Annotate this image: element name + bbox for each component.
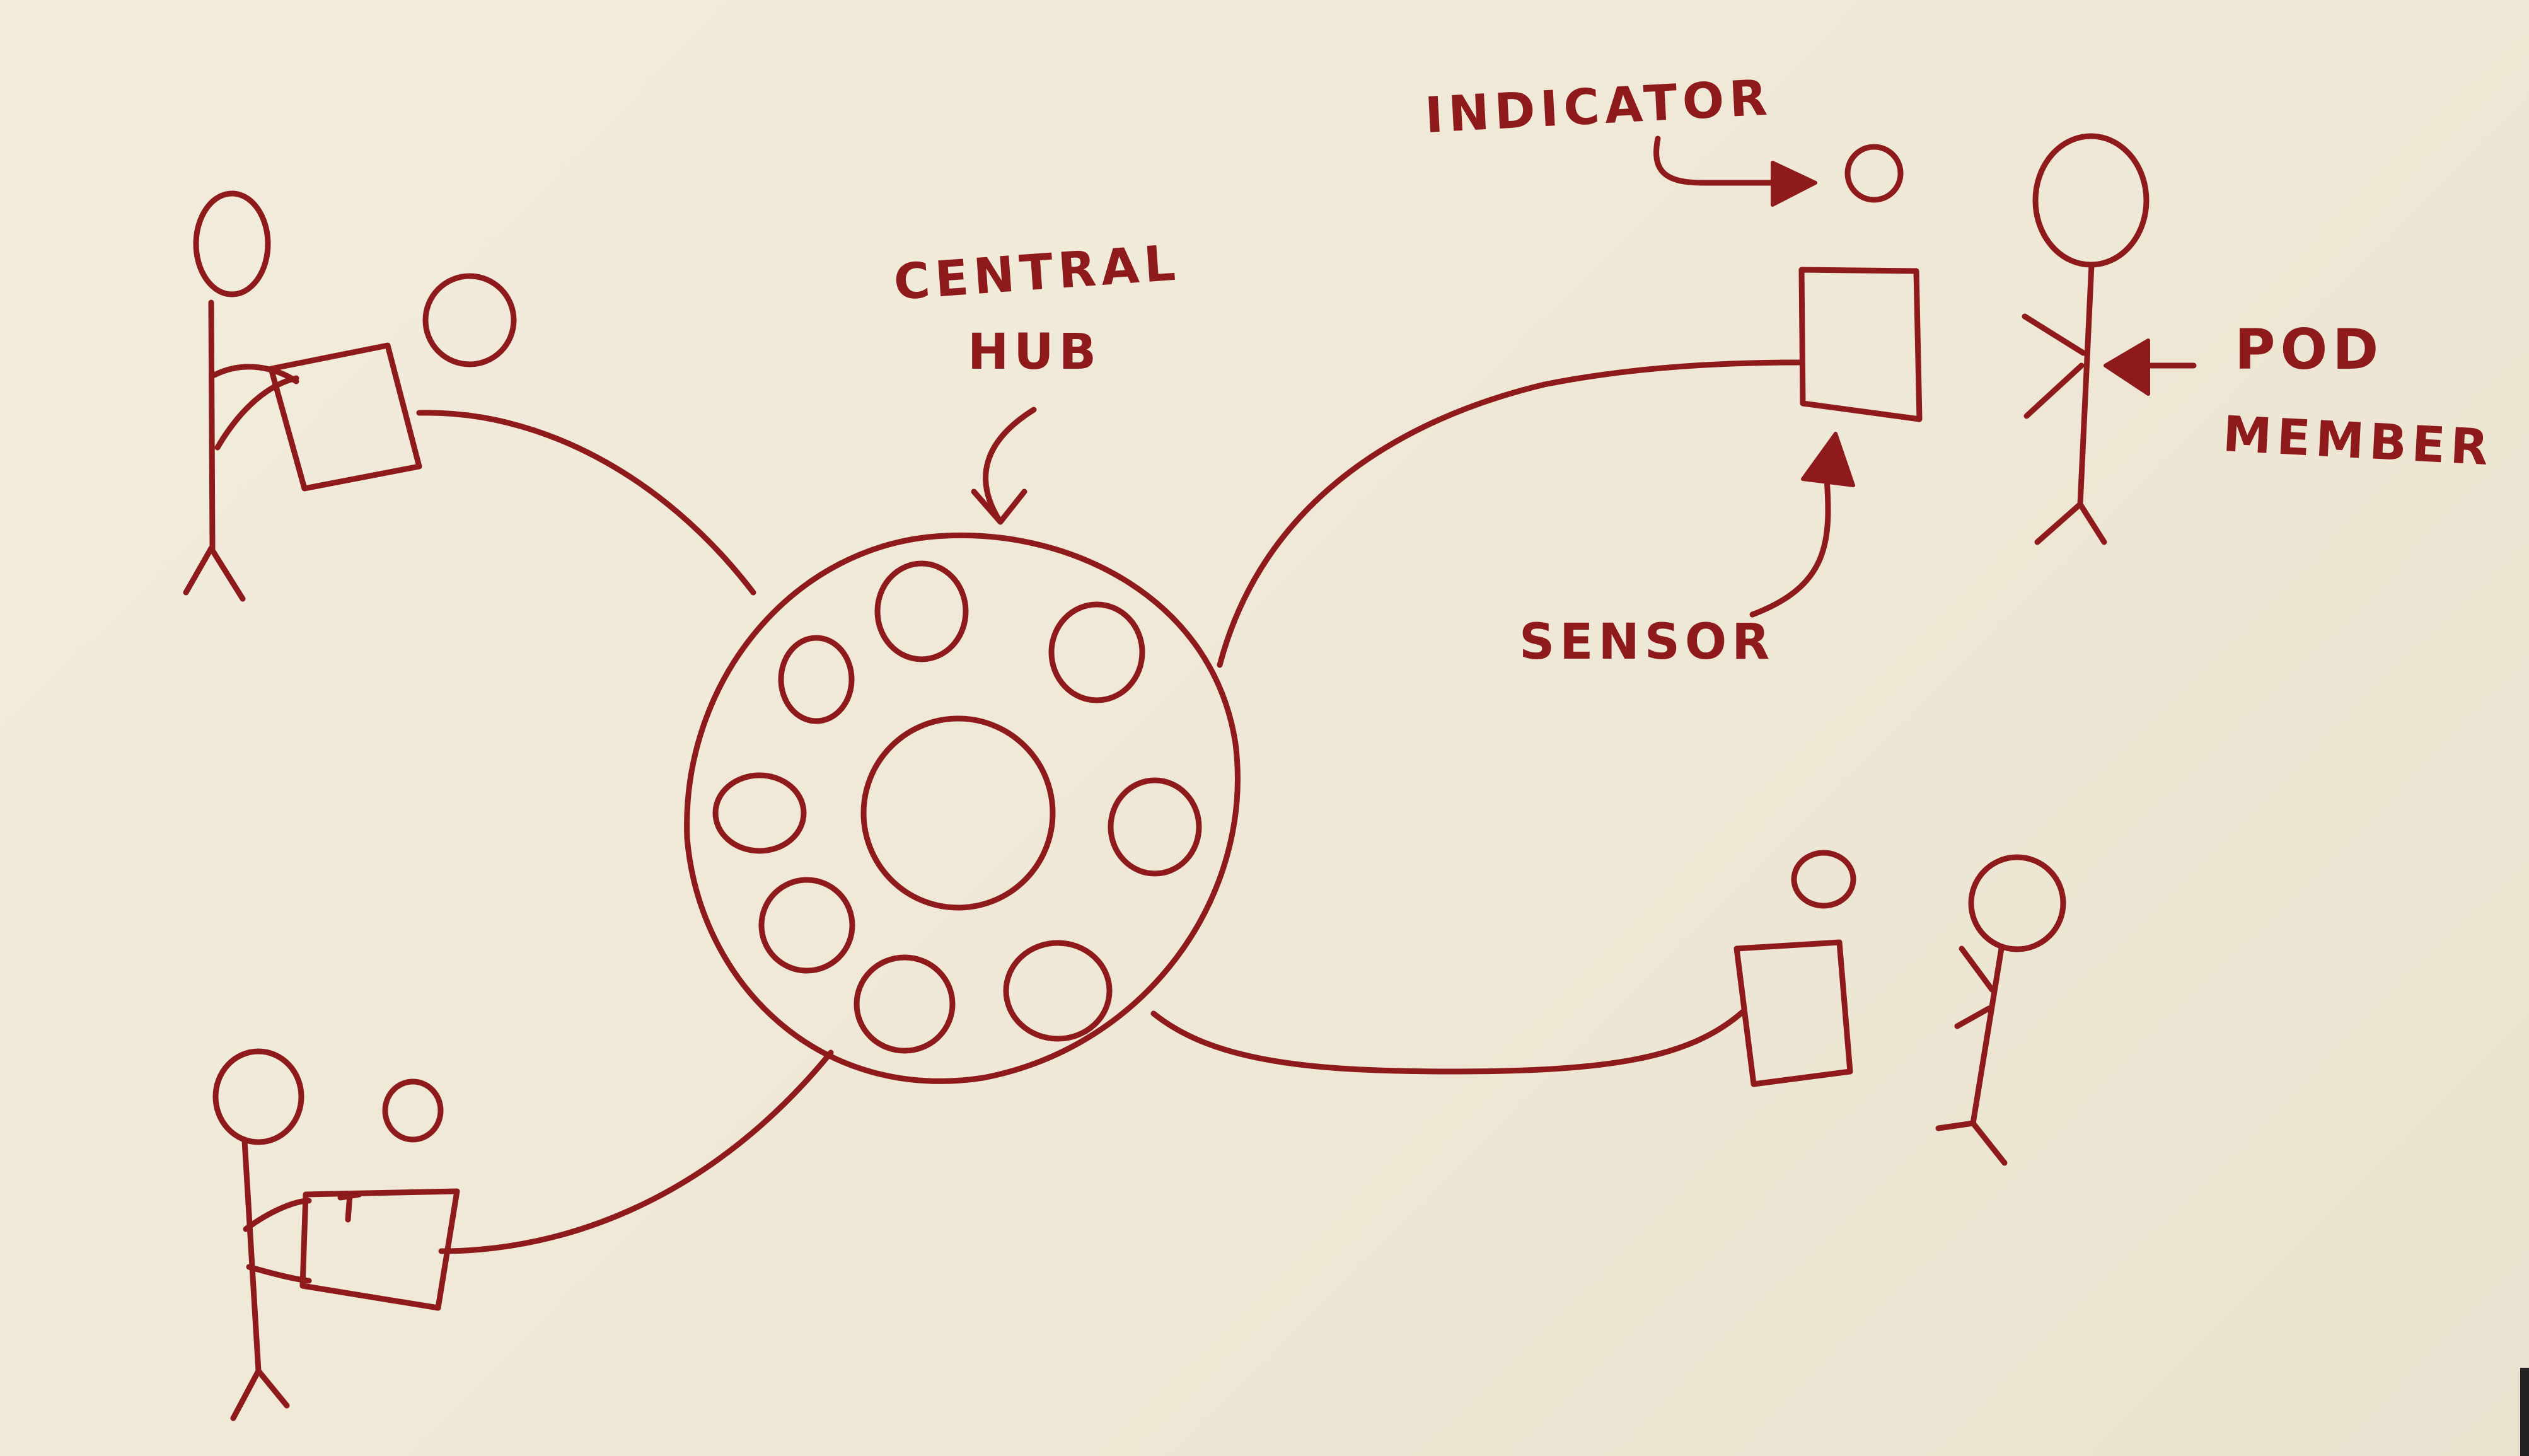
arrow-central-hub xyxy=(983,407,1037,523)
hub-slot-circle xyxy=(1048,601,1145,703)
figure-leg xyxy=(2077,501,2107,545)
figure-body xyxy=(2077,262,2095,507)
annotation-arrows xyxy=(971,136,2197,618)
pod-bottom-right xyxy=(1733,850,2066,1166)
figure-head xyxy=(2032,133,2150,268)
hub-slot-circle xyxy=(712,772,807,854)
arrow-sensor xyxy=(1749,476,1831,618)
label-central-hub-line2: HUB xyxy=(968,324,1101,381)
connector-bottom-left xyxy=(438,1049,834,1254)
figure-body xyxy=(208,299,216,552)
indicator-light xyxy=(1844,144,1904,203)
figure-leg xyxy=(230,1368,262,1421)
hub-slot-circle xyxy=(758,877,855,974)
connector-top-right xyxy=(1217,359,1805,668)
label-indicator: INDICATOR xyxy=(1423,69,1773,144)
connector-bottom-right xyxy=(1150,1008,1746,1075)
labels: CENTRAL HUB INDICATOR SENSOR POD MEMBER xyxy=(892,69,2494,671)
figure-leg xyxy=(2034,501,2083,545)
stick-figure xyxy=(212,1048,312,1421)
hub-slot-circle xyxy=(1108,777,1202,877)
figure-head xyxy=(193,190,271,298)
connector-top-left xyxy=(416,410,756,596)
figure-body xyxy=(241,1138,262,1374)
label-pod: POD xyxy=(2235,317,2383,382)
stick-figure xyxy=(183,190,299,602)
figure-leg xyxy=(208,545,246,602)
sensor-box xyxy=(1733,939,1853,1087)
stick-figure xyxy=(2022,133,2150,545)
indicator-light xyxy=(382,1078,444,1143)
figure-arm xyxy=(2022,313,2086,356)
arrow-indicator xyxy=(1653,136,1774,186)
figure-head xyxy=(212,1048,304,1145)
arrow-sensor-head xyxy=(1801,432,1855,487)
sensor-box xyxy=(268,342,422,492)
label-central-hub-line1: CENTRAL xyxy=(892,234,1182,311)
figure-leg xyxy=(183,545,214,596)
hub-slot-circle xyxy=(874,560,969,662)
figure-leg xyxy=(1935,1120,1976,1131)
hub-slot-circle xyxy=(778,635,855,724)
central-hub-core xyxy=(860,715,1056,911)
sensor-box xyxy=(299,1188,460,1311)
figure-body xyxy=(1970,945,2005,1126)
label-member: MEMBER xyxy=(2221,406,2494,477)
figure-head xyxy=(1968,854,2066,952)
hub-slot-circle xyxy=(1003,940,1113,1042)
connectors xyxy=(416,359,1805,1254)
hub-slot-circle xyxy=(854,954,956,1054)
figure-arm xyxy=(2023,362,2085,419)
arrow-indicator-head xyxy=(1771,161,1817,207)
indicator-light xyxy=(1791,850,1856,909)
pod-top-left xyxy=(183,190,517,602)
figure-arm xyxy=(243,1198,312,1232)
figure-arm xyxy=(246,1264,312,1284)
label-sensor: SENSOR xyxy=(1519,614,1774,671)
table-edge xyxy=(2520,1368,2529,1456)
figure-leg xyxy=(1970,1120,2008,1166)
central-hub xyxy=(684,532,1241,1084)
pod-bottom-left xyxy=(212,1048,460,1421)
sensor-mark xyxy=(337,1191,362,1223)
sensor-box xyxy=(1798,267,1923,422)
figure-arm xyxy=(1959,945,1995,993)
arrow-pod-member-head xyxy=(2104,338,2150,396)
figure-arm xyxy=(214,375,299,451)
central-hub-outer-ring xyxy=(684,532,1241,1084)
stick-figure xyxy=(1935,854,2066,1166)
arrow-central-hub-head xyxy=(971,488,1027,525)
pod-top-right xyxy=(1798,133,2150,545)
indicator-light xyxy=(422,273,517,367)
figure-leg xyxy=(255,1368,290,1409)
figure-arm xyxy=(1954,1005,1992,1029)
